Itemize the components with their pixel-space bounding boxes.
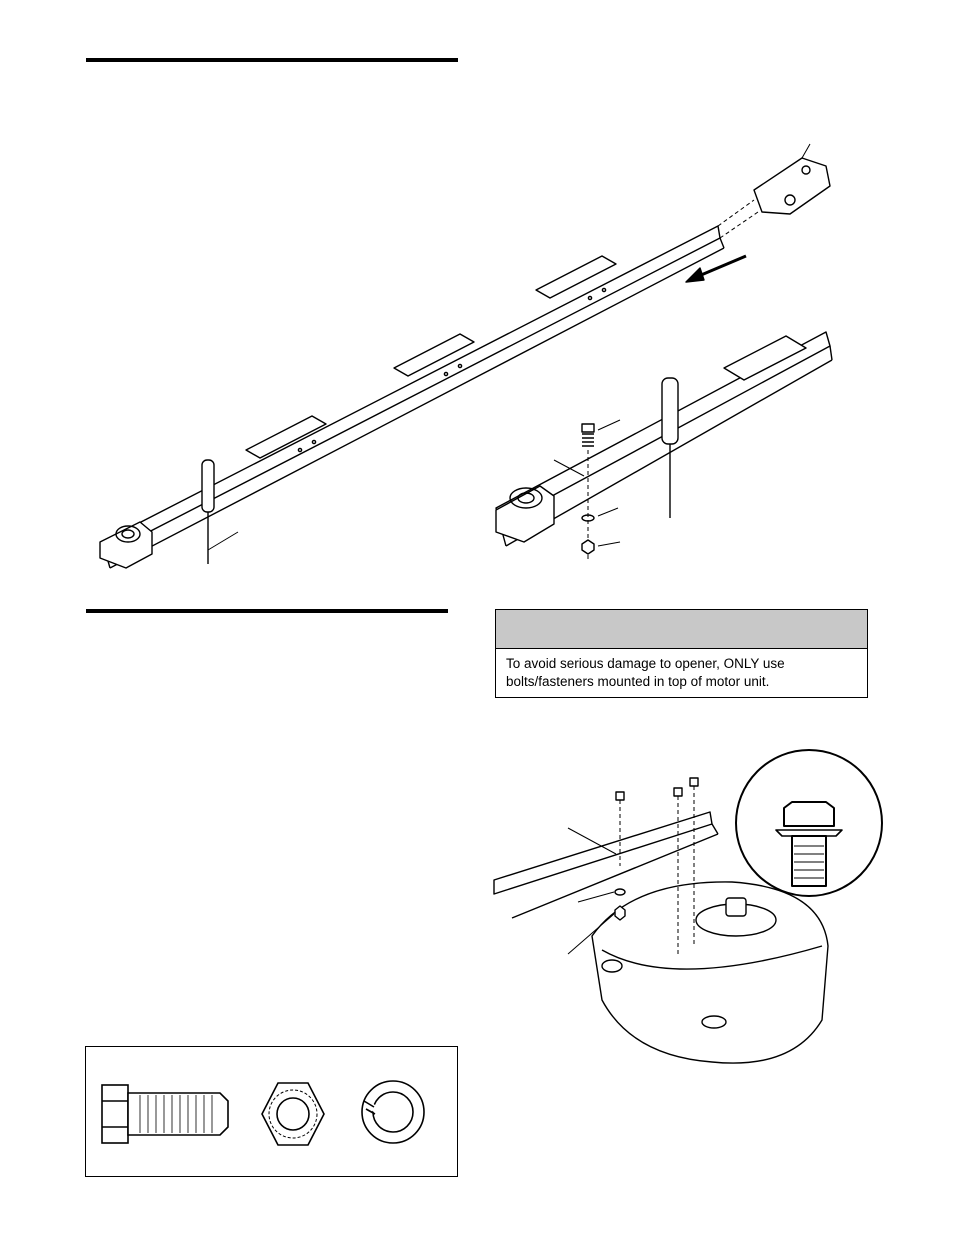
- bolt-icon: [101, 1084, 229, 1144]
- motor-unit-figure: [493, 777, 829, 1064]
- caution-line-1: To avoid serious damage to opener, ONLY …: [506, 656, 785, 671]
- section-rule-middle: [86, 609, 448, 613]
- hardware-box: [85, 1046, 458, 1177]
- caution-line-2: bolts/fasteners mounted in top of motor …: [506, 674, 770, 689]
- nut-icon: [261, 1082, 325, 1146]
- caution-header: [496, 610, 867, 649]
- rail-assembly-figure: [99, 143, 831, 569]
- lock-washer-icon: [361, 1080, 425, 1144]
- rail-section-figure: [495, 331, 833, 560]
- caution-box: To avoid serious damage to opener, ONLY …: [495, 609, 868, 698]
- caution-text: To avoid serious damage to opener, ONLY …: [496, 649, 867, 691]
- section-rule-top: [86, 58, 458, 62]
- bolt-detail-figure: [735, 749, 883, 897]
